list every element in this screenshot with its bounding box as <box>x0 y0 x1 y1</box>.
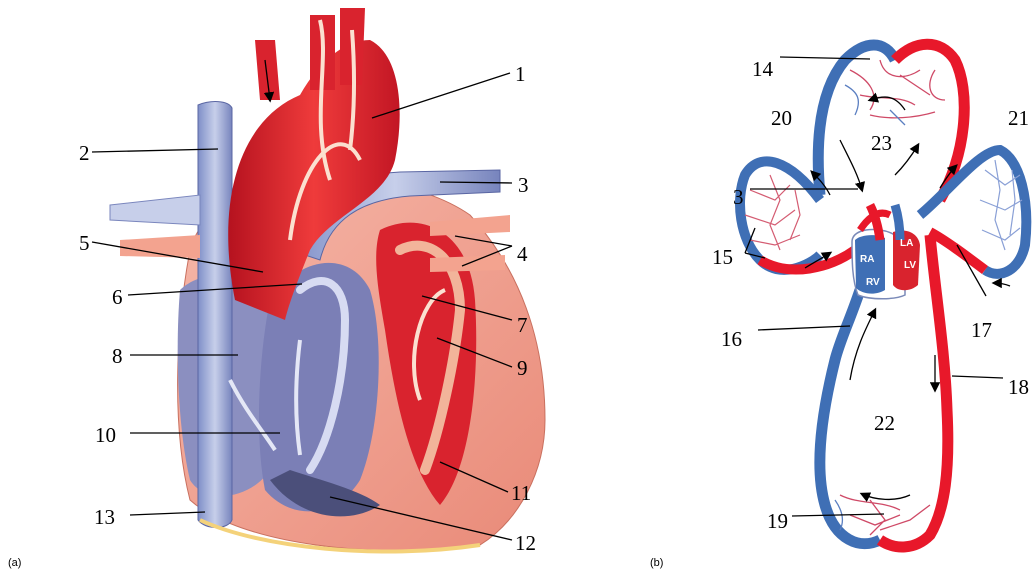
panel-label-a: (a) <box>8 557 21 569</box>
heart-label-12: 12 <box>515 531 536 555</box>
circuit-label-23: 23 <box>871 131 892 155</box>
chamber-rv: RV <box>866 277 880 288</box>
heart-label-7: 7 <box>517 313 528 337</box>
vena-cava <box>198 102 232 528</box>
heart-label-2: 2 <box>79 141 90 165</box>
heart-illustration <box>110 8 545 552</box>
circuit-label-15: 15 <box>712 245 733 269</box>
chamber-la: LA <box>900 238 913 249</box>
panel-label-b: (b) <box>650 557 663 569</box>
heart-label-13: 13 <box>94 505 115 529</box>
heart-label-6: 6 <box>112 285 123 309</box>
chamber-ra: RA <box>860 254 874 265</box>
left-lung-capillaries <box>745 175 800 250</box>
heart-label-1: 1 <box>515 62 526 86</box>
heart-label-3: 3 <box>518 173 529 197</box>
circuit-label-20: 20 <box>771 106 792 130</box>
heart-label-5: 5 <box>79 231 90 255</box>
central-heart: RA RV LA LV <box>852 205 920 299</box>
head-capillaries <box>845 60 945 125</box>
circuit-label-3b: 3 <box>733 185 744 209</box>
chamber-lv: LV <box>904 260 916 271</box>
heart-label-9: 9 <box>517 356 528 380</box>
circuit-label-17: 17 <box>971 318 992 342</box>
heart-label-10: 10 <box>95 423 116 447</box>
circuit-label-16: 16 <box>721 327 742 351</box>
circuit-label-18: 18 <box>1008 375 1029 399</box>
circuit-label-19: 19 <box>767 509 788 533</box>
circuit-label-14: 14 <box>752 57 774 81</box>
heart-label-8: 8 <box>112 344 123 368</box>
heart-label-11: 11 <box>511 481 531 505</box>
heart-label-4: 4 <box>517 242 528 266</box>
circuit-label-21: 21 <box>1008 106 1029 130</box>
circuit-label-22: 22 <box>874 411 895 435</box>
